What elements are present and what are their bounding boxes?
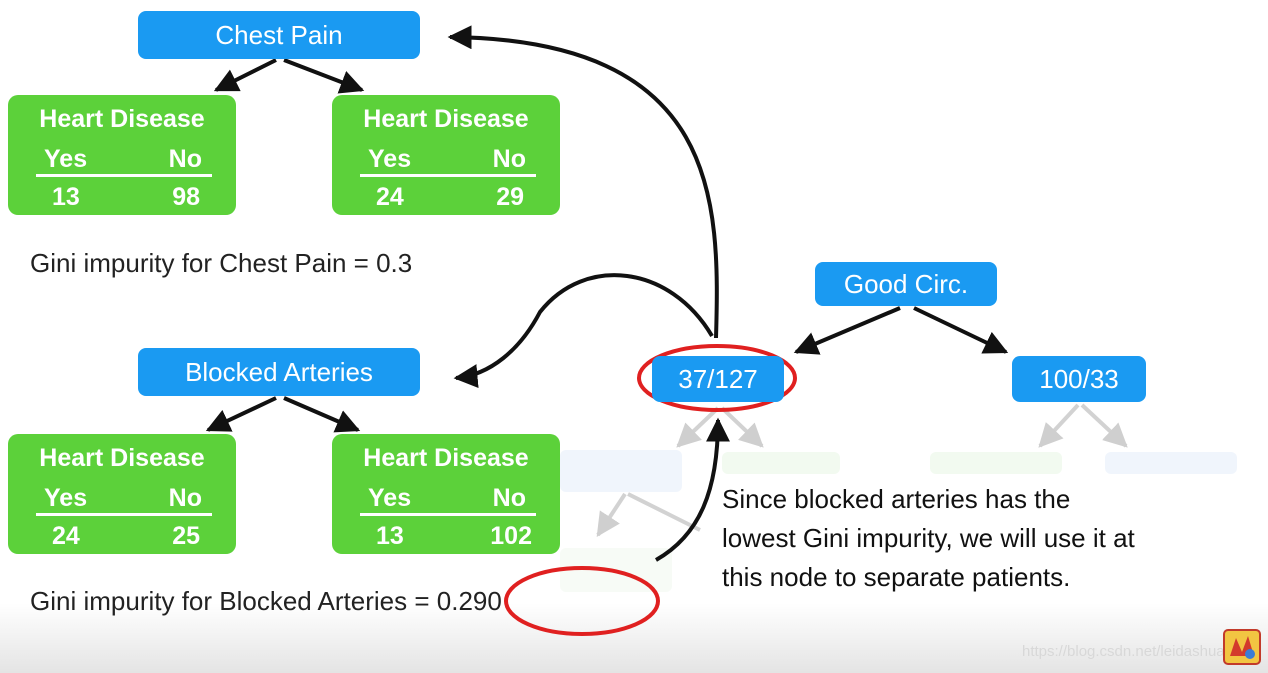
chest-pain-node: Chest Pain xyxy=(138,11,420,59)
yes-header: Yes xyxy=(368,145,412,173)
no-header: No xyxy=(168,145,202,173)
explanation-note: Since blocked arteries has the lowest Gi… xyxy=(722,480,1135,597)
right-tree-arrows xyxy=(793,306,1009,355)
faint-box-1 xyxy=(560,450,682,492)
leaf-divider xyxy=(36,513,212,516)
faint-box-4 xyxy=(1105,452,1237,474)
leaf-title: Heart Disease xyxy=(39,105,205,133)
note-line: lowest Gini impurity, we will use it at xyxy=(722,523,1135,553)
right-child-node: 100/33 xyxy=(1012,356,1146,402)
highlight-ellipses xyxy=(504,344,797,636)
yes-header: Yes xyxy=(368,484,412,512)
note-line: this node to separate patients. xyxy=(722,562,1071,592)
leaf-divider xyxy=(36,174,212,177)
bottom-left-leaf: Heart Disease Yes No 24 25 xyxy=(8,434,236,554)
faint-box-3 xyxy=(930,452,1062,474)
top-left-leaf: Heart Disease Yes No 13 98 xyxy=(8,95,236,215)
leaf-title: Heart Disease xyxy=(363,444,529,472)
left-child-node: 37/127 xyxy=(652,356,784,402)
watermark-url: https://blog.csdn.net/leidashuaige xyxy=(1022,643,1245,660)
yes-value: 24 xyxy=(52,522,80,550)
blocked-arteries-node: Blocked Arteries xyxy=(138,348,420,396)
channel-logo-icon xyxy=(1223,629,1261,665)
no-value: 102 xyxy=(490,522,532,550)
yes-value: 13 xyxy=(52,183,80,211)
note-line: Since blocked arteries has the xyxy=(722,484,1071,514)
no-header: No xyxy=(492,484,526,512)
yes-value: 24 xyxy=(376,183,404,211)
good-circ-label: Good Circ. xyxy=(843,268,969,299)
caption-prefix: Gini impurity for Blocked Arteries xyxy=(30,586,408,616)
good-circ-node: Good Circ. xyxy=(815,262,997,306)
top-tree-arrows xyxy=(213,58,365,94)
right-child-label: 100/33 xyxy=(1039,363,1119,394)
caption-value: = 0.290 xyxy=(407,586,502,616)
bottom-shade xyxy=(0,603,1268,673)
top-right-leaf: Heart Disease Yes No 24 29 xyxy=(332,95,560,215)
blocked-arteries-gini-caption: Gini impurity for Blocked Arteries = 0.2… xyxy=(30,586,502,617)
faint-box-2 xyxy=(722,452,840,474)
faint-arrows xyxy=(596,403,1128,538)
chest-pain-label: Chest Pain xyxy=(215,19,343,50)
no-value: 29 xyxy=(496,183,524,211)
curved-arrows xyxy=(447,25,730,562)
bottom-right-leaf: Heart Disease Yes No 13 102 xyxy=(332,434,560,554)
leaf-title: Heart Disease xyxy=(363,105,529,133)
leaf-divider xyxy=(360,174,536,177)
no-header: No xyxy=(492,145,526,173)
leaf-divider xyxy=(360,513,536,516)
leaf-title: Heart Disease xyxy=(39,444,205,472)
bottom-tree-arrows xyxy=(205,396,361,433)
yes-value: 13 xyxy=(376,522,404,550)
blocked-arteries-label: Blocked Arteries xyxy=(185,356,373,387)
no-value: 25 xyxy=(172,522,200,550)
no-header: No xyxy=(168,484,202,512)
chest-pain-gini-caption: Gini impurity for Chest Pain = 0.3 xyxy=(30,248,413,278)
no-value: 98 xyxy=(172,183,200,211)
left-child-label: 37/127 xyxy=(678,363,758,394)
yes-header: Yes xyxy=(44,145,88,173)
yes-header: Yes xyxy=(44,484,88,512)
